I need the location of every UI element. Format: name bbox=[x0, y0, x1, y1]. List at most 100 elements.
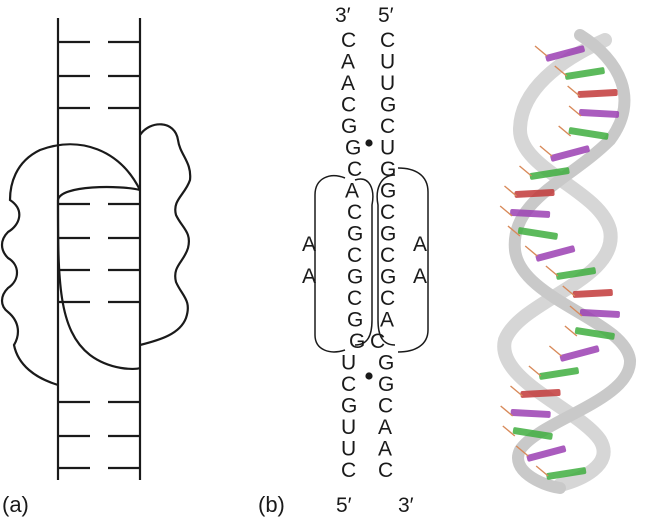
ribbon-base-slab bbox=[559, 345, 600, 362]
right-strand-base-19: A bbox=[378, 416, 392, 439]
right-strand-base-6: U bbox=[380, 137, 395, 160]
base-pair-rungs-top bbox=[58, 40, 140, 110]
ribbon-phosphate-stick bbox=[567, 85, 581, 97]
ribbon-base-slab bbox=[512, 427, 553, 440]
ribbon-base-slab bbox=[529, 167, 570, 180]
right-strand-top-end: 5′ bbox=[378, 4, 394, 27]
right-strand-base-5: C bbox=[380, 115, 395, 138]
ribbon-phosphate-stick bbox=[510, 385, 523, 397]
wobble-dot-bottom bbox=[365, 372, 373, 380]
ribbon-base-slab bbox=[510, 409, 551, 418]
wobble-dot-top bbox=[365, 139, 373, 147]
right-strand-base-3: U bbox=[380, 72, 395, 95]
loop-left-base-2: A bbox=[302, 265, 316, 288]
loop-right-wavy bbox=[56, 199, 141, 371]
ribbon-base-slab bbox=[555, 267, 596, 280]
ribbon-base-slab bbox=[545, 45, 585, 62]
ribbon-base-slab bbox=[564, 67, 605, 80]
ribbon-base-slab bbox=[572, 289, 613, 298]
ribbon-phosphate-stick bbox=[519, 165, 532, 177]
bracket-left-outer bbox=[314, 174, 346, 353]
ribbon-base-slab bbox=[535, 245, 576, 262]
ribbon-phosphate-stick bbox=[562, 285, 576, 297]
right-strand-base-17: G bbox=[378, 373, 394, 396]
right-strand-base-8: G bbox=[380, 180, 396, 203]
left-strand-base-2: A bbox=[341, 51, 355, 74]
left-strand-base-15: G bbox=[349, 330, 365, 353]
panel-b-label: (b) bbox=[258, 492, 285, 517]
right-strand-base-15: C bbox=[370, 330, 385, 353]
ribbon-base-slab bbox=[538, 367, 579, 380]
ribbon-phosphate-stick bbox=[535, 465, 549, 477]
ribbon-base-slab bbox=[526, 445, 567, 462]
left-strand-base-6: G bbox=[345, 137, 361, 160]
ribbon-base-slab bbox=[579, 309, 620, 318]
right-strand-base-7: G bbox=[380, 158, 396, 181]
right-strand-base-20: A bbox=[378, 438, 392, 461]
ribbon-phosphate-stick bbox=[504, 185, 517, 197]
left-strand-base-14: G bbox=[347, 309, 363, 332]
left-strand-bottom-end: 5′ bbox=[336, 494, 352, 517]
left-strand-base-8: A bbox=[345, 180, 359, 203]
ribbon-phosphate-stick bbox=[554, 65, 568, 77]
ribbon-base-slab bbox=[514, 189, 555, 198]
loop-right-base-1: A bbox=[413, 233, 427, 256]
left-strand-base-4: C bbox=[341, 94, 356, 117]
left-strand-base-12: G bbox=[347, 266, 363, 289]
left-strand-base-10: G bbox=[347, 223, 363, 246]
panel-a-label: (a) bbox=[2, 492, 29, 517]
left-strand-base-21: C bbox=[341, 459, 356, 482]
loop-left-base-1: A bbox=[302, 233, 316, 256]
left-strand-base-3: A bbox=[341, 72, 355, 95]
bracket-inner-left bbox=[354, 178, 374, 346]
right-strand-base-16: G bbox=[378, 352, 394, 375]
bracket-right-outer bbox=[397, 167, 429, 353]
loop-brackets bbox=[314, 167, 429, 353]
right-strand-base-18: C bbox=[378, 395, 393, 418]
ribbon-phosphate-stick bbox=[502, 425, 516, 437]
left-strand-base-16: U bbox=[341, 352, 356, 375]
ribbon-phosphate-stick bbox=[515, 445, 529, 457]
ribbon-backbone-1 bbox=[497, 33, 618, 492]
right-strand-base-1: C bbox=[380, 29, 395, 52]
left-strand-base-19: U bbox=[341, 416, 356, 439]
panel-c-ribbon-structure bbox=[497, 29, 636, 494]
ribbon-phosphate-stick bbox=[568, 105, 582, 117]
left-strand-base-20: U bbox=[341, 438, 356, 461]
left-strand-base-5: G bbox=[341, 115, 357, 138]
ribbon-phosphate-stick bbox=[528, 365, 542, 377]
ribbon-phosphate-stick bbox=[564, 325, 578, 337]
right-strand-base-4: G bbox=[380, 94, 396, 117]
ribbon-base-slab bbox=[568, 127, 609, 140]
ribbon-base-slab bbox=[550, 145, 590, 162]
loop-left-inner bbox=[56, 185, 141, 201]
right-strand-base-14: A bbox=[380, 309, 394, 332]
left-strand-base-9: C bbox=[347, 201, 362, 224]
right-strand-bottom-end: 3′ bbox=[398, 494, 414, 517]
left-strand-top-end: 3′ bbox=[335, 4, 351, 27]
right-strand-base-12: G bbox=[380, 266, 396, 289]
left-strand-base-1: C bbox=[341, 29, 356, 52]
ribbon-base-slabs bbox=[499, 45, 620, 480]
ribbon-phosphate-stick bbox=[499, 205, 513, 217]
right-strand-base-10: G bbox=[380, 223, 396, 246]
ribbon-phosphate-stick bbox=[507, 225, 521, 237]
right-strand-base-11: C bbox=[380, 244, 395, 267]
bracket-inner-right bbox=[376, 174, 396, 346]
loop-left-wavy bbox=[0, 143, 141, 387]
ribbon-phosphate-stick bbox=[524, 245, 538, 257]
ribbon-base-slab bbox=[577, 89, 618, 98]
ribbon-base-slab bbox=[520, 389, 561, 398]
right-strand-base-13: C bbox=[380, 287, 395, 310]
ribbon-phosphate-stick bbox=[545, 265, 559, 277]
ribbon-phosphate-stick bbox=[569, 305, 583, 317]
ribbon-phosphate-stick bbox=[558, 125, 572, 137]
right-strand-base-21: C bbox=[378, 459, 393, 482]
ribbon-base-slab bbox=[574, 327, 615, 340]
panel-a-schematic bbox=[0, 18, 192, 480]
ribbon-base-slab bbox=[579, 109, 620, 118]
right-strand-base-9: C bbox=[380, 201, 395, 224]
ribbon-phosphate-stick bbox=[548, 345, 562, 357]
